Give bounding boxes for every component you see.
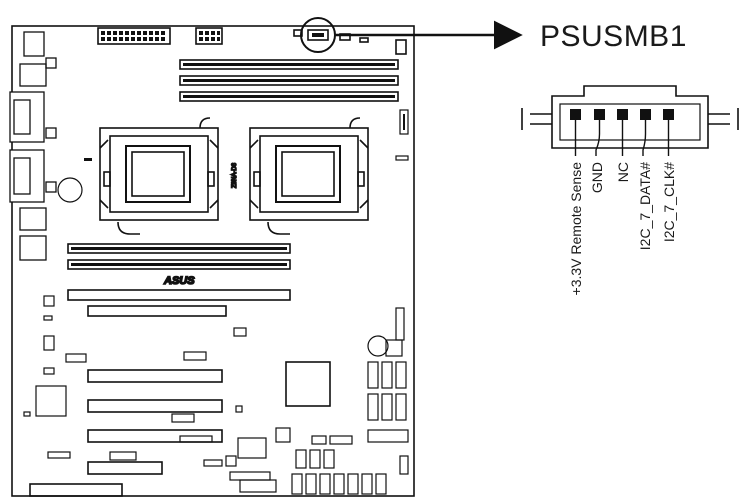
dimm-slots-top xyxy=(179,59,399,102)
expansion-slots xyxy=(29,289,291,497)
socket-label: Z9NA-D6 xyxy=(232,162,238,188)
pin-5 xyxy=(663,109,674,120)
pin-1 xyxy=(570,109,581,120)
pin-label-2: GND xyxy=(589,162,605,193)
left-side-components xyxy=(23,295,87,459)
pin-label-3: NC xyxy=(615,162,631,182)
misc-components xyxy=(57,109,409,203)
cpu-socket-1 xyxy=(99,117,219,235)
bottom-headers xyxy=(239,449,387,495)
pin-header-detail xyxy=(521,85,739,149)
cmos-battery xyxy=(57,177,83,203)
pin-label-1: +3.3V Remote Sense xyxy=(568,162,584,296)
rear-io-ports xyxy=(9,31,57,261)
brand-logo: ASUS xyxy=(163,275,195,287)
pin-label-4: I2C_7_DATA# xyxy=(637,162,653,250)
connector-title: PSUSMB1 xyxy=(540,20,687,53)
atx-power-connector xyxy=(97,27,171,45)
pin-label-5: I2C_7_CLK# xyxy=(661,162,677,242)
pin-labels: +3.3V Remote Sense GND NC I2C_7_DATA# I2… xyxy=(568,162,677,296)
motherboard: Z9NA-D6 ASUS xyxy=(9,17,415,497)
pins xyxy=(570,109,674,120)
pin-4 xyxy=(640,109,651,120)
board-outline xyxy=(11,25,415,497)
pin-2 xyxy=(594,109,605,120)
pin-leaders xyxy=(574,120,670,156)
center-chips xyxy=(109,327,353,481)
cpu-socket-2 xyxy=(249,117,369,235)
right-side-headers xyxy=(367,307,409,475)
pin-3 xyxy=(617,109,628,120)
dimm-slots-bottom xyxy=(67,243,291,270)
cpu-power-connector xyxy=(195,27,223,45)
